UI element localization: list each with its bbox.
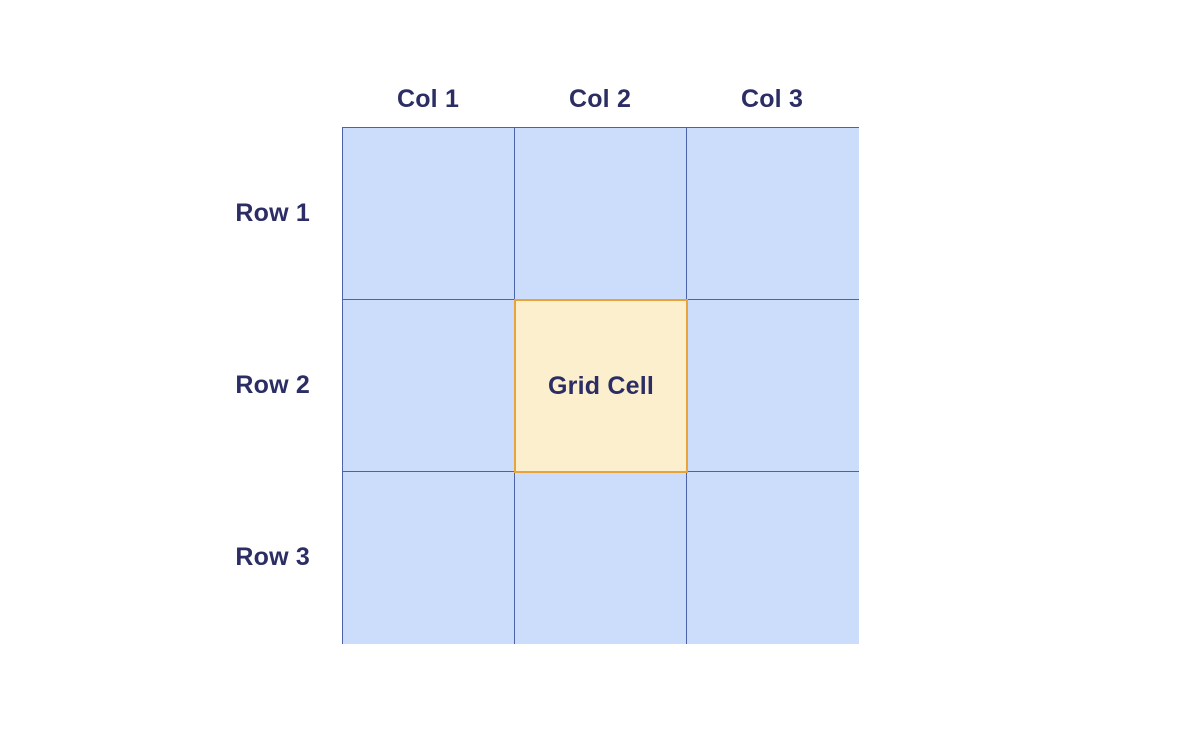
column-header-1: Col 1 bbox=[396, 85, 460, 113]
grid-cell-r1c1 bbox=[343, 128, 515, 300]
column-headers: Col 1 Col 2 Col 3 bbox=[342, 72, 859, 127]
row-header-2: Row 2 bbox=[235, 370, 310, 399]
grid-cell-r1c3 bbox=[687, 128, 859, 300]
column-header-3: Col 3 bbox=[740, 85, 804, 113]
grid-cell-r3c3 bbox=[687, 472, 859, 644]
grid-cell-r3c2 bbox=[515, 472, 687, 644]
grid-cell-r1c2 bbox=[515, 128, 687, 300]
column-header-2: Col 2 bbox=[568, 85, 632, 113]
grid-body: Row 1 Row 2 Row 3 Grid Cell bbox=[230, 127, 859, 644]
row-headers: Row 1 Row 2 Row 3 bbox=[230, 127, 342, 644]
grid-diagram: Col 1 Col 2 Col 3 Row 1 Row 2 Row 3 Grid… bbox=[230, 72, 859, 644]
grid-cell-r2c3 bbox=[687, 300, 859, 472]
row-header-3: Row 3 bbox=[235, 542, 310, 571]
row-header-1: Row 1 bbox=[235, 198, 310, 227]
grid-cell-r2c1 bbox=[343, 300, 515, 472]
grid-cell-r2c2-highlighted: Grid Cell bbox=[514, 299, 688, 473]
grid-cell-r3c1 bbox=[343, 472, 515, 644]
grid: Grid Cell bbox=[342, 127, 859, 644]
